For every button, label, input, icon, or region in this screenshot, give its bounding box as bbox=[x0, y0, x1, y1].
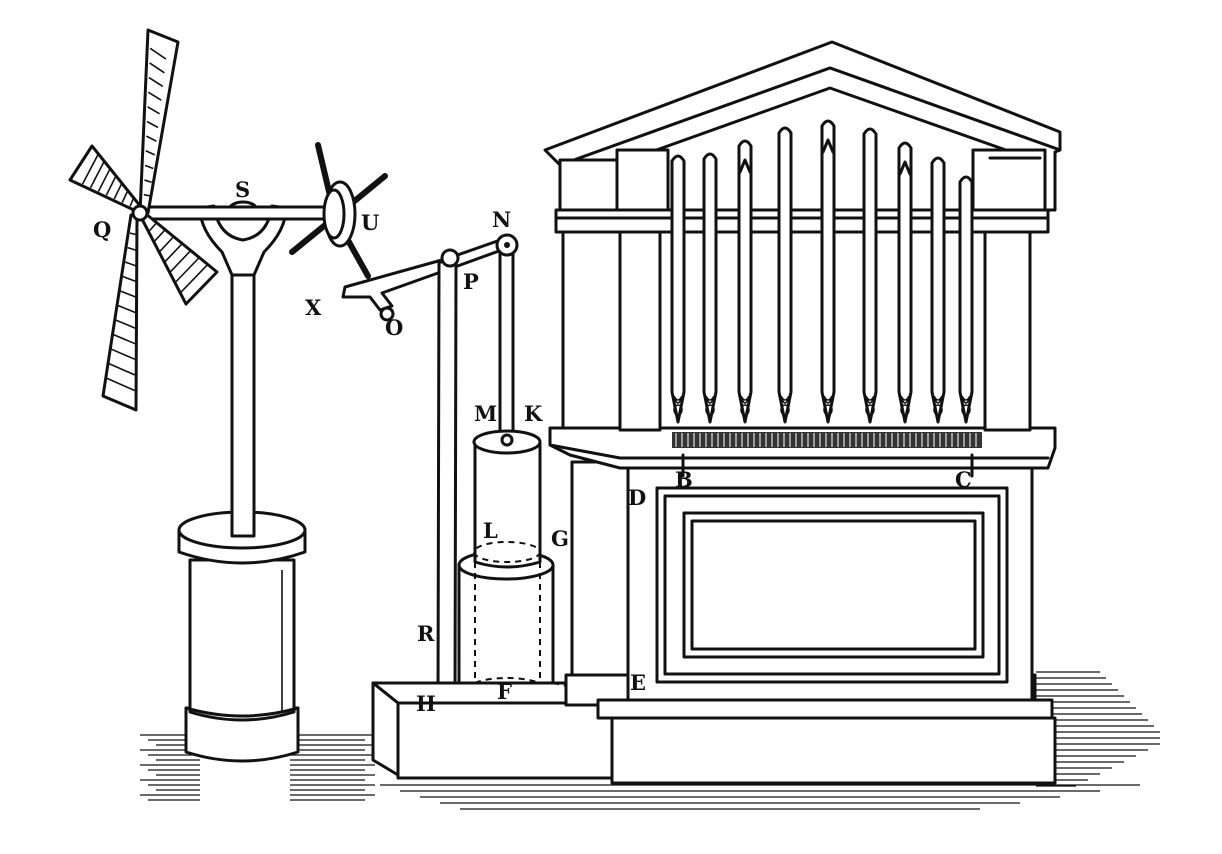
label-M: M bbox=[474, 401, 497, 426]
cam-wheel bbox=[289, 142, 388, 279]
windmill-post bbox=[198, 200, 288, 538]
label-Q: Q bbox=[93, 217, 111, 242]
pump-lever bbox=[341, 236, 512, 312]
label-F: F bbox=[497, 679, 512, 704]
piston-rod bbox=[498, 246, 515, 442]
label-S: S bbox=[235, 177, 250, 202]
ground-shading bbox=[140, 671, 1160, 810]
fulcrum-post-R bbox=[436, 260, 458, 702]
label-L: L bbox=[483, 518, 498, 543]
pump-piston-L bbox=[473, 442, 542, 569]
label-N: N bbox=[492, 207, 511, 232]
organ-pipe bbox=[670, 154, 686, 424]
windmill-pedestal bbox=[177, 510, 307, 763]
organ-pipes bbox=[670, 119, 974, 424]
organ-panel-inner bbox=[682, 511, 985, 659]
label-K: K bbox=[524, 401, 543, 426]
windmill bbox=[68, 28, 388, 763]
label-B: B bbox=[675, 467, 693, 492]
label-H: H bbox=[416, 691, 436, 716]
windmill-sails bbox=[68, 28, 219, 412]
label-O: O bbox=[385, 315, 403, 340]
organ-pipe bbox=[820, 119, 836, 424]
pump-base bbox=[371, 681, 627, 780]
label-U: U bbox=[361, 210, 379, 235]
label-G: G bbox=[551, 526, 569, 551]
label-D: D bbox=[628, 485, 646, 510]
label-P: P bbox=[463, 269, 479, 294]
organ-pipe bbox=[777, 126, 793, 424]
organ-pipe bbox=[897, 141, 913, 424]
letter-labels: Q S U X O N P M K L G R H F D B C E bbox=[93, 177, 972, 716]
label-X: X bbox=[305, 295, 322, 320]
pump-mechanism bbox=[341, 233, 627, 780]
organ-case bbox=[543, 40, 1062, 785]
organ-pipe bbox=[958, 175, 974, 424]
label-E: E bbox=[630, 670, 646, 695]
organ-pipe bbox=[702, 152, 718, 424]
label-C: C bbox=[955, 467, 972, 492]
label-R: R bbox=[417, 621, 435, 646]
organ-pipe bbox=[930, 156, 946, 424]
organ-pipe bbox=[737, 139, 753, 424]
windmill-axle bbox=[138, 205, 336, 221]
organ-pipe bbox=[862, 127, 878, 424]
